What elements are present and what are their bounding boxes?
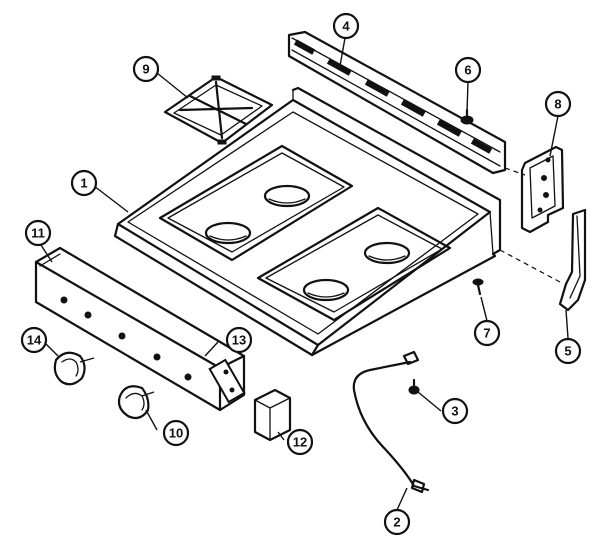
callout-8: 8 <box>544 90 572 118</box>
part-cooktop <box>113 86 502 357</box>
callout-label: 1 <box>80 176 87 191</box>
part-module-box <box>253 388 292 442</box>
part-side-trim <box>558 208 587 312</box>
callout-12: 12 <box>286 428 314 456</box>
part-screw-top <box>460 108 474 125</box>
callout-2: 2 <box>383 508 411 536</box>
callout-1: 1 <box>70 169 98 197</box>
callout-5: 5 <box>554 337 582 365</box>
callout-label: 3 <box>451 404 458 419</box>
callout-label: 5 <box>564 344 571 359</box>
part-side-bracket <box>520 145 565 234</box>
callout-label: 2 <box>393 515 400 530</box>
leader-lines <box>40 37 569 511</box>
callout-label: 14 <box>27 333 42 348</box>
callout-label: 4 <box>342 19 350 34</box>
callout-6: 6 <box>454 56 482 84</box>
part-control-knob-left <box>53 351 95 386</box>
callout-label: 7 <box>483 326 490 341</box>
callout-10: 10 <box>162 419 190 447</box>
callout-4: 4 <box>332 12 360 40</box>
part-manifold-panel <box>34 246 246 412</box>
part-screw-side <box>472 278 484 296</box>
callout-label: 13 <box>232 333 246 348</box>
callout-label: 9 <box>142 62 149 77</box>
callout-13: 13 <box>225 326 253 354</box>
callout-label: 12 <box>293 435 307 450</box>
callout-label: 8 <box>554 97 561 112</box>
part-burner-grate <box>163 75 274 145</box>
part-backguard-trim <box>287 30 507 175</box>
callout-label: 10 <box>169 426 183 441</box>
callout-label: 11 <box>31 226 45 241</box>
callout-11: 11 <box>24 219 52 247</box>
part-control-knob-right <box>117 385 155 420</box>
part-gas-tube <box>352 350 430 494</box>
callout-7: 7 <box>473 319 501 347</box>
callout-3: 3 <box>441 397 469 425</box>
callout-label: 6 <box>464 63 471 78</box>
part-screw-bottom <box>408 378 420 395</box>
callout-9: 9 <box>132 55 160 83</box>
callout-14: 14 <box>20 326 48 354</box>
